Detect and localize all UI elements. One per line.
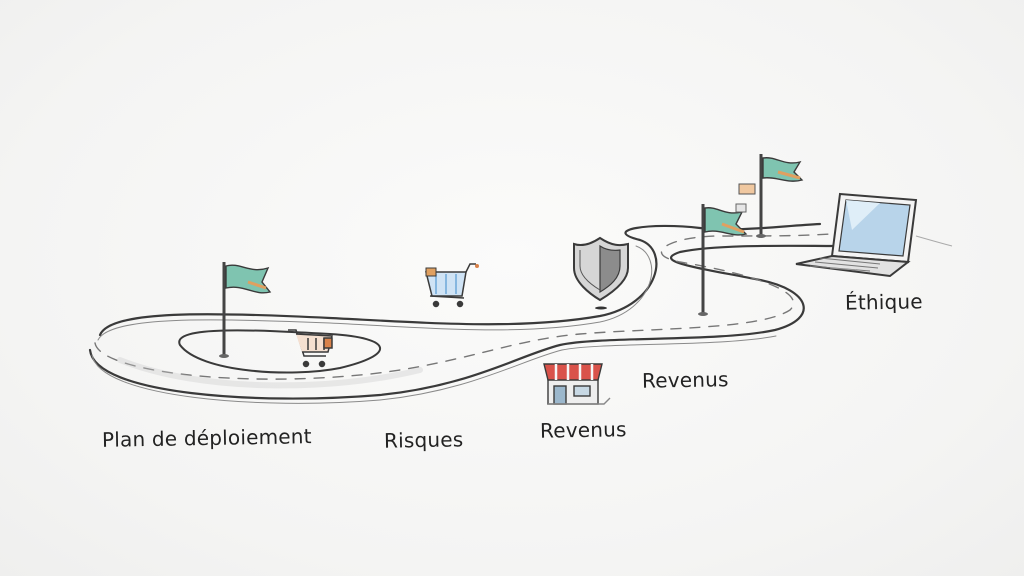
milestone-label-plan: Plan de déploiement [101, 424, 312, 452]
milestone-label-revenus-secondary: Revenus [641, 367, 729, 393]
winding-road [88, 222, 842, 404]
milestone-label-risques: Risques [383, 427, 464, 453]
shopping-cart-icon [425, 263, 479, 308]
shield-icon [573, 236, 629, 310]
storefront-icon [543, 363, 611, 405]
flag-icon [698, 204, 748, 316]
shopping-cart-icon [288, 329, 333, 368]
small-flag-icon [735, 183, 756, 213]
flag-icon [756, 154, 804, 238]
flag-icon [219, 262, 272, 358]
milestone-label-revenus: Revenus [539, 417, 627, 443]
milestone-label-ethique: Éthique [844, 289, 924, 315]
laptop-icon [795, 192, 953, 278]
